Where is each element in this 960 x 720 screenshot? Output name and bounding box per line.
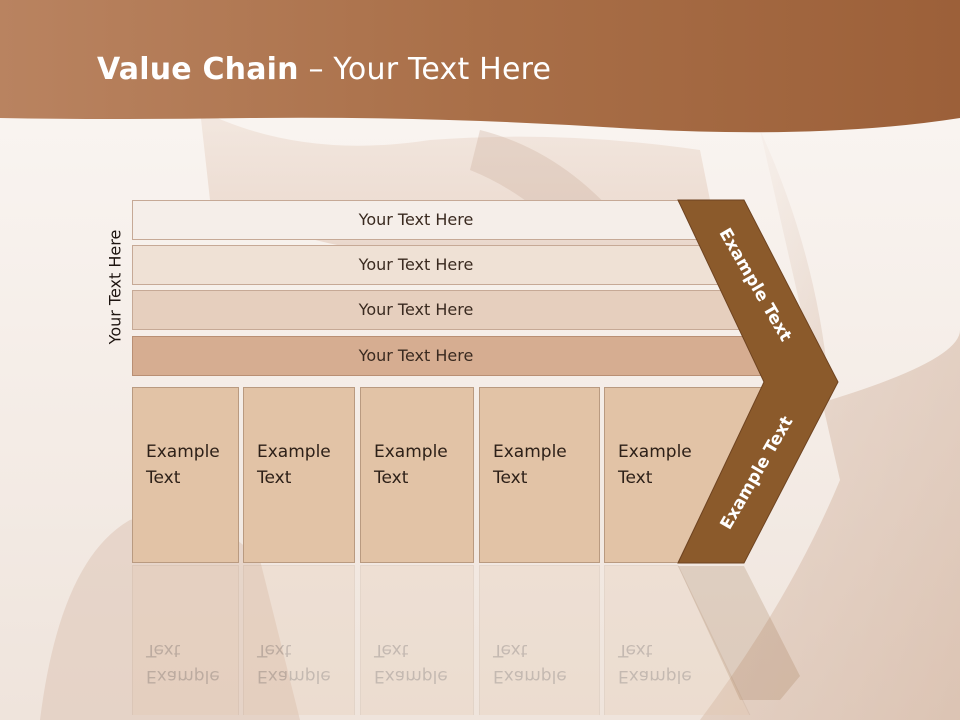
column-reflection: Example Text	[604, 565, 764, 715]
row-label: Your Text Here	[358, 300, 474, 319]
row-label: Your Text Here	[358, 346, 474, 365]
column-label: Example Text	[618, 442, 692, 488]
column-reflection: Example Text	[132, 565, 239, 715]
column-label: Example Text	[146, 442, 220, 488]
row-label: Your Text Here	[358, 210, 474, 229]
column-label: Example Text	[257, 442, 331, 488]
column-reflection: Example Text	[360, 565, 474, 715]
column-box: Example Text	[243, 387, 355, 563]
row-label: Your Text Here	[358, 255, 474, 274]
column-box: Example Text	[132, 387, 239, 563]
column-box: Example Text	[479, 387, 600, 563]
header-band	[0, 0, 960, 133]
column-box: Example Text	[360, 387, 474, 563]
page-title: Value Chain – Your Text Here	[97, 52, 551, 87]
title-rest: – Your Text Here	[298, 52, 552, 87]
column-reflection: Example Text	[479, 565, 600, 715]
title-bold: Value Chain	[97, 52, 299, 87]
column-reflection: Example Text	[243, 565, 355, 715]
column-box: Example Text	[604, 387, 764, 563]
column-label: Example Text	[374, 442, 448, 488]
column-label: Example Text	[493, 442, 567, 488]
